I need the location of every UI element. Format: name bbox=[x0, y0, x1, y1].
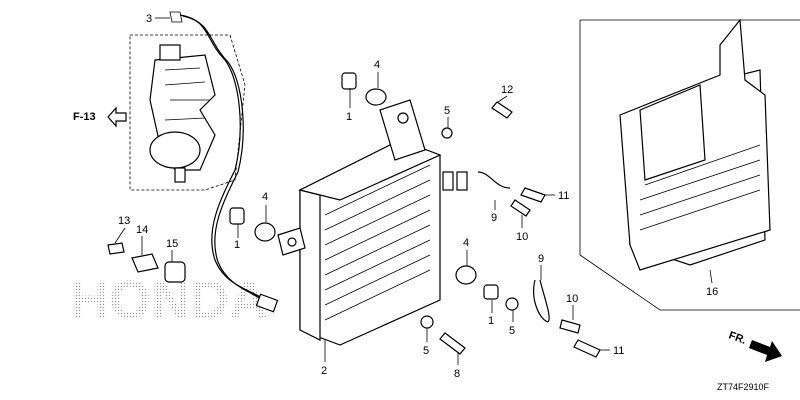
wire-harness bbox=[169, 11, 279, 313]
callout-4-top: 4 bbox=[374, 59, 380, 71]
diagram-code: ZT74F2910F bbox=[717, 382, 770, 392]
callout-2: 2 bbox=[321, 365, 327, 377]
ref-label: F-13 bbox=[73, 111, 96, 123]
callout-5-right: 5 bbox=[509, 325, 515, 337]
direction-label: FR. bbox=[727, 330, 748, 347]
callout-15: 15 bbox=[166, 238, 178, 250]
leader-lines bbox=[114, 17, 713, 365]
callout-16: 16 bbox=[706, 286, 718, 298]
callout-10-top: 10 bbox=[516, 231, 528, 243]
callout-labels: 3 1 4 5 12 1 4 13 14 15 4 1 5 5 8 2 9 10… bbox=[118, 13, 718, 380]
callout-8: 8 bbox=[454, 368, 460, 380]
callout-10-bottom: 10 bbox=[566, 293, 578, 305]
callout-4-mid: 4 bbox=[262, 191, 268, 203]
callout-11-bottom: 11 bbox=[613, 345, 624, 357]
callout-4-bottom: 4 bbox=[463, 237, 469, 249]
front-direction-arrow: FR. bbox=[727, 330, 782, 362]
callout-1-mid: 1 bbox=[234, 239, 240, 251]
callout-12: 12 bbox=[501, 84, 513, 96]
cover-panel bbox=[579, 18, 800, 311]
callout-13: 13 bbox=[118, 215, 130, 227]
carburetor-assembly bbox=[129, 34, 246, 191]
callout-5-top: 5 bbox=[444, 105, 450, 117]
callout-11-top: 11 bbox=[558, 190, 569, 202]
callout-5-bottom: 5 bbox=[423, 345, 429, 357]
hardware-parts bbox=[107, 72, 601, 358]
control-unit bbox=[277, 99, 468, 346]
callout-1-top: 1 bbox=[346, 111, 352, 123]
callout-9-bottom: 9 bbox=[538, 253, 544, 265]
callout-14: 14 bbox=[136, 224, 148, 236]
reference-arrow-f13: F-13 bbox=[73, 106, 127, 128]
callout-1-bottom: 1 bbox=[488, 315, 494, 327]
callout-3: 3 bbox=[146, 13, 152, 25]
callout-9-top: 9 bbox=[491, 212, 497, 224]
